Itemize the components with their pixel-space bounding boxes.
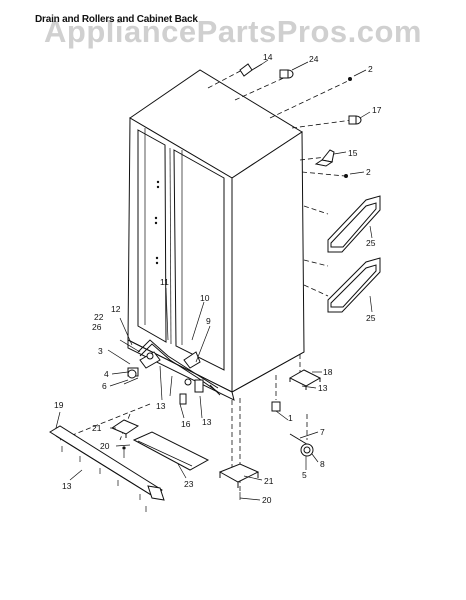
callout-16: 16 [181,419,191,429]
lower-hardware [49,398,260,512]
callout-10: 10 [200,293,210,303]
callout-2-top: 2 [368,64,373,74]
side-panels [303,195,381,313]
callout-20-right: 20 [262,495,272,505]
callout-13-mid: 13 [202,417,212,427]
watermark: AppliancePartsPros.com [44,14,422,49]
callout-labels: 14 24 2 17 15 2 25 25 11 10 22 12 26 9 3… [54,52,382,505]
callout-4: 4 [104,369,109,379]
callout-3: 3 [98,346,103,356]
callout-13-center: 13 [156,401,166,411]
callout-21-right: 21 [264,476,274,486]
callout-26: 26 [92,322,102,332]
callout-7: 7 [320,427,325,437]
callout-5: 5 [302,470,307,480]
callout-23: 23 [184,479,194,489]
callout-12: 12 [111,304,121,314]
callout-17: 17 [372,105,382,115]
callout-24: 24 [309,54,319,64]
callout-13-right: 13 [318,383,328,393]
callout-2-mid: 2 [366,167,371,177]
callout-13-left: 13 [62,481,72,491]
callout-25-upper: 25 [366,238,376,248]
callout-14: 14 [263,52,273,62]
callout-21-left: 21 [92,423,102,433]
callout-11: 11 [160,277,169,287]
callout-18: 18 [323,367,333,377]
callout-6: 6 [102,381,107,391]
cabinet-shell [127,69,305,401]
drain-assembly [119,339,221,405]
right-rollers [271,354,322,457]
callout-19: 19 [54,400,64,410]
callout-22: 22 [94,312,104,322]
callout-25-lower: 25 [366,313,376,323]
callout-20-left: 20 [100,441,110,451]
top-hardware [207,63,362,178]
callout-8: 8 [320,459,325,469]
callout-15: 15 [348,148,358,158]
diagram-title: Drain and Rollers and Cabinet Back [35,14,198,25]
callout-1: 1 [288,413,293,423]
leader-lines [55,59,373,501]
callout-9: 9 [206,316,211,326]
